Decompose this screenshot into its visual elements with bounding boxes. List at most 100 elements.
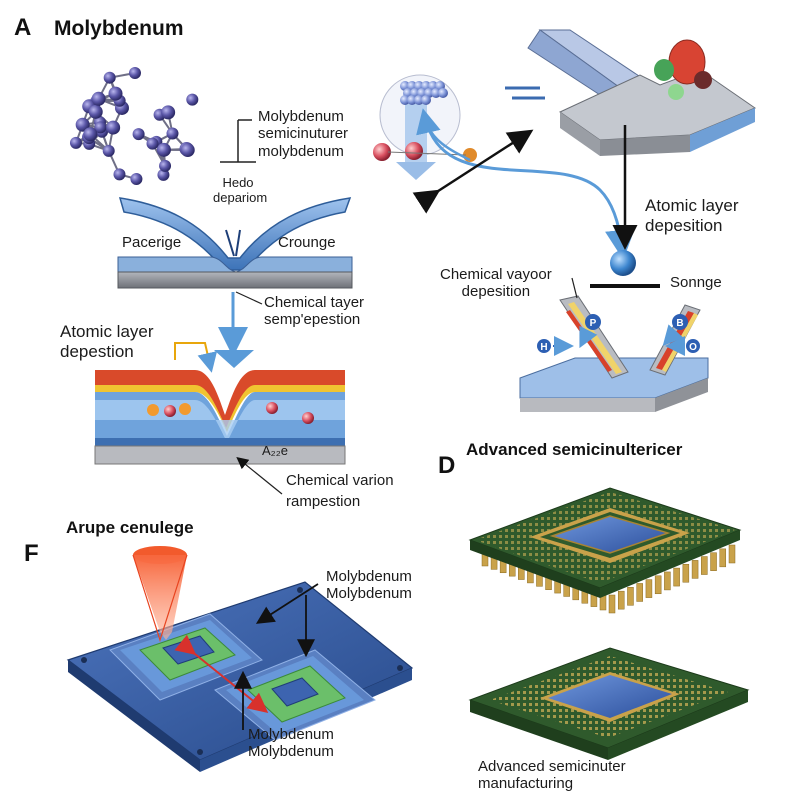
atom xyxy=(166,127,179,140)
panel-letter-d: D xyxy=(438,452,456,479)
molybdenum-leaders-top xyxy=(255,583,319,658)
molybdenum-label-top: Molybdenum Molybdenum xyxy=(326,568,412,603)
marker-o: O xyxy=(665,336,700,356)
sonnge-label: Sonnge xyxy=(670,274,722,291)
deposition-marker xyxy=(214,350,254,368)
chem-varion-label-line1: Chemical varion xyxy=(286,472,394,489)
ald-label-b: Atomic layer depesition xyxy=(645,196,739,235)
atom xyxy=(75,117,90,132)
hedo-label-line1: Hedo xyxy=(222,175,254,190)
molecule-bonds xyxy=(75,72,189,180)
chip-pin xyxy=(627,587,634,606)
chip-pin xyxy=(719,548,727,568)
panel-d-caption-line2: manufacturing xyxy=(478,775,574,793)
precursor-cluster xyxy=(373,74,477,180)
laser-cone-icon xyxy=(132,546,188,642)
marker-p: P xyxy=(579,314,601,349)
crounge-label: Crounge xyxy=(278,234,336,251)
chip-icon xyxy=(468,487,742,614)
cluster-atom xyxy=(431,88,441,98)
chip-pin xyxy=(636,583,643,602)
ald-label-b-line2: depesition xyxy=(645,215,723,235)
panel-d-caption: Advanced semicinuter manufacturing xyxy=(478,758,626,793)
cvd-leader xyxy=(571,277,578,299)
atom xyxy=(83,127,98,142)
svg-text:H: H xyxy=(540,342,547,353)
reactor-apparatus xyxy=(527,29,757,156)
chip-pin xyxy=(654,575,662,595)
cvd-label: Chemical vayoor depesition xyxy=(440,266,552,301)
chip-pin xyxy=(617,590,625,610)
svg-text:B: B xyxy=(676,318,683,329)
structure-leader xyxy=(220,119,256,163)
chip-pin xyxy=(701,556,708,575)
base-slab xyxy=(117,256,353,289)
chem-layer-leader xyxy=(235,291,263,305)
cluster-atom xyxy=(400,95,410,105)
chem-layer-label-line2: semp'epestion xyxy=(264,311,361,329)
cvd-label-line2: depesition xyxy=(461,283,531,301)
ald-leader xyxy=(174,342,218,373)
panel-d-caption-line1: Advanced semicinuter xyxy=(478,758,626,775)
exchange-arrow xyxy=(412,129,534,214)
cluster-atom xyxy=(407,95,417,105)
chip-pin xyxy=(664,571,671,591)
ald-label-a: Atomic layer depestion xyxy=(60,322,154,361)
molybdenum-label-bottom-line2: Molybdenum xyxy=(248,743,334,761)
structure-label-line1: Molybdenum xyxy=(258,108,344,125)
structure-label-line3: molybdenum xyxy=(258,142,344,160)
chem-varion-label-line2: rampestion xyxy=(286,493,361,511)
atom xyxy=(106,120,121,135)
chip-pin xyxy=(645,579,653,598)
cvd-label-line1: Chemical vayoor xyxy=(440,266,552,283)
chip-pin xyxy=(673,567,680,587)
ald-label-a-line1: Atomic layer xyxy=(60,322,154,341)
substrate-label: A₂₂e xyxy=(262,443,288,458)
chem-layer-label-line1: Chemical tayer xyxy=(264,294,365,311)
atom xyxy=(161,105,176,120)
layered-substrate xyxy=(94,370,346,465)
structure-label: Molybdenum semicinuturer molybdenum xyxy=(258,108,348,160)
chip-pin xyxy=(728,544,736,564)
atom xyxy=(157,168,170,181)
hedo-label-line2: depariom xyxy=(213,189,268,205)
panel-d-title: Advanced semicinultericer xyxy=(466,440,683,459)
panel-a-title: Molybdenum xyxy=(54,17,184,40)
molybdenum-label-top-line2: Molybdenum xyxy=(326,585,412,603)
chem-layer-label: Chemical tayer semp'epestion xyxy=(264,294,364,329)
panel-f-title: Arupe cenulege xyxy=(66,518,194,537)
atom xyxy=(91,91,106,106)
chem-varion-leader xyxy=(236,456,283,495)
atom xyxy=(186,93,199,106)
marker-h: H xyxy=(537,336,574,356)
precursor-ball xyxy=(610,250,636,276)
panel-letter-f: F xyxy=(24,540,39,567)
atom xyxy=(159,159,172,172)
cvd-trench xyxy=(519,295,709,412)
structure-label-line2: semicinuturer xyxy=(258,125,349,143)
svg-text:P: P xyxy=(590,318,597,329)
atom xyxy=(113,168,126,181)
atom xyxy=(180,143,195,158)
cluster-atom xyxy=(421,95,431,105)
cluster-atom xyxy=(414,95,424,105)
atom xyxy=(128,67,141,80)
chip-pin xyxy=(682,563,690,583)
molybdenum-label-bottom-line1: Molybdenum xyxy=(248,726,334,743)
wafer-board xyxy=(66,581,414,772)
deposition-membrane xyxy=(118,197,352,271)
atom xyxy=(146,137,159,150)
ald-label-a-line2: depestion xyxy=(60,341,134,361)
atom xyxy=(156,142,171,157)
laser-scan-arrow xyxy=(174,634,269,714)
atom xyxy=(88,104,103,119)
atom xyxy=(102,144,115,157)
chip-pin xyxy=(710,552,717,571)
panel-letter-a: A xyxy=(14,14,32,41)
chip-pin xyxy=(691,560,699,579)
atom xyxy=(94,121,107,134)
atom xyxy=(103,71,116,84)
molybdenum-label-top-line1: Molybdenum xyxy=(326,568,412,585)
atom xyxy=(132,128,145,141)
